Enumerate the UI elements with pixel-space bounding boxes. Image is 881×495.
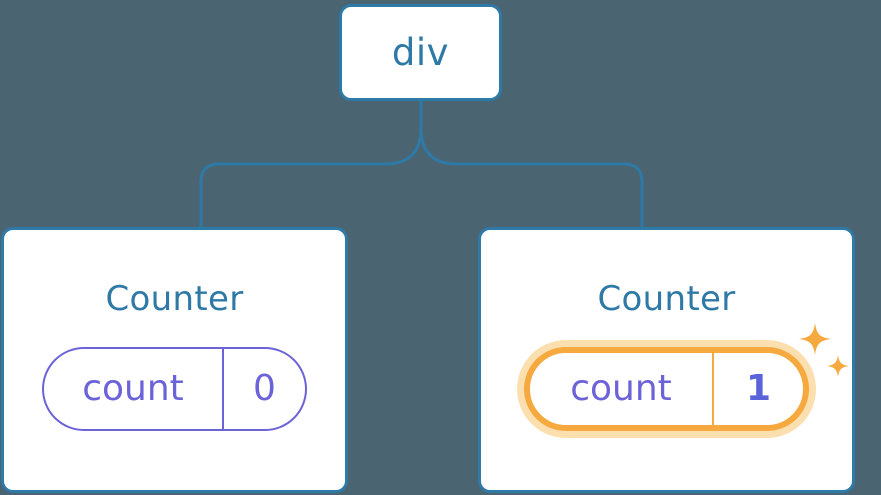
tree-node-counter-right[interactable]: Counter count 1 [478,227,855,493]
sparkle-small [827,355,849,377]
sparkle-large [799,323,831,355]
state-pill-wrapper-left: count 0 [42,347,307,431]
state-key-right: count [530,353,714,425]
state-value-left: 0 [253,368,276,409]
state-pill-right[interactable]: count 1 [524,347,809,431]
state-value-right: 1 [745,368,772,409]
root-node-label: div [391,31,450,74]
connector-left-branch [199,99,423,229]
state-key-left: count [44,349,224,429]
state-pill-left[interactable]: count 0 [42,347,307,431]
counter-title-left: Counter [105,279,244,319]
tree-node-counter-left[interactable]: Counter count 0 [1,227,348,493]
tree-node-root[interactable]: div [339,4,502,101]
state-pill-wrapper-right: count 1 [524,323,849,431]
counter-title-right: Counter [597,279,736,319]
connector-right-branch [419,99,644,229]
